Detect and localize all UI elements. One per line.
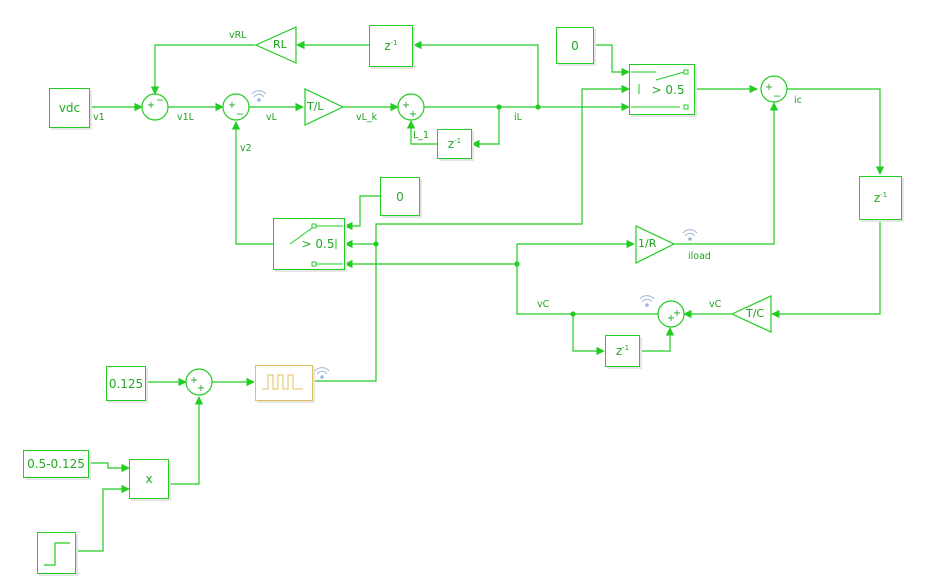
delay-vc[interactable]: z-1 [605, 335, 640, 367]
wire-v2 [231, 121, 273, 245]
branch-dot-il [535, 104, 541, 110]
gain-tc-label: T/C [746, 307, 765, 320]
gain-tl-label: T/L [307, 100, 324, 113]
const-vdc-label: vdc [58, 101, 81, 115]
sum-vc-plus1: + [667, 313, 675, 324]
signal-ic: ic [794, 95, 802, 106]
wire-iL-to-delay [413, 40, 539, 107]
delay-il[interactable]: z-1 [437, 129, 472, 159]
sum-ic-minus: − [773, 91, 781, 102]
signal-tap-icon-vl [251, 90, 267, 102]
signal-v1l: v1L [177, 112, 194, 123]
wire-delay-feedback [639, 327, 675, 352]
signal-il: iL [514, 112, 522, 123]
step-block[interactable] [37, 532, 76, 574]
signal-l-1: L_1 [413, 130, 430, 141]
gain-1r-label: 1/R [638, 237, 657, 250]
signal-vc-right: vC [709, 299, 722, 310]
wire-to-tc [771, 220, 881, 319]
sum-il-plus1: + [402, 100, 410, 111]
wire-product-out [169, 396, 204, 485]
step-icon [44, 542, 70, 566]
gain-tc[interactable] [730, 295, 772, 333]
signal-tap-icon-pulse [314, 367, 330, 379]
wire-const0-mid [344, 195, 380, 231]
delay-ic-label: z-1 [873, 191, 888, 205]
wire-iL-to-delay2 [471, 107, 500, 149]
switch-top[interactable]: > 0.5 [629, 64, 695, 115]
wire-ic [786, 88, 885, 175]
signal-vl: vL [266, 112, 277, 123]
sum-duty-plus1: + [190, 375, 198, 386]
sum-duty[interactable] [185, 368, 213, 396]
gain-rl-label: RL [273, 38, 287, 51]
wire-vC [344, 259, 658, 315]
const-diff-label: 0.5-0.125 [27, 457, 85, 471]
const-zero-mid[interactable]: 0 [380, 177, 420, 216]
signal-vl-k: vL_k [356, 112, 378, 123]
wire-L_1 [406, 120, 437, 145]
wire-vC-to-1r [516, 239, 635, 264]
sum-vc[interactable] [657, 300, 685, 328]
switch-mid[interactable]: > 0.5 [273, 218, 345, 270]
signal-tap-icon-iload [682, 229, 698, 241]
wire-diff [88, 462, 130, 473]
sum-v1[interactable] [141, 93, 169, 121]
wire-iload [674, 102, 779, 245]
sum-vl-minus: − [236, 109, 244, 120]
const-zero-mid-label: 0 [396, 189, 404, 204]
product-block[interactable]: x [129, 459, 169, 499]
sum-ic-plus: + [765, 82, 773, 93]
wire-vRL [150, 44, 255, 95]
const-zero-top[interactable]: 0 [556, 27, 594, 64]
const-diff[interactable]: 0.5-0.125 [23, 450, 89, 478]
wire-vC-to-delay [572, 314, 605, 356]
branch-dot-vc2 [570, 311, 576, 317]
switch-top-threshold: > 0.5 [651, 82, 685, 97]
sum-vl-plus: + [228, 100, 236, 111]
branch-dot-vc [514, 261, 520, 267]
signal-v2: v2 [240, 143, 252, 154]
product-label: x [145, 472, 153, 486]
sum-vl[interactable] [222, 93, 250, 121]
wire-step [75, 484, 130, 552]
signal-vrl: vRL [229, 30, 247, 41]
sum-v1-minus: − [156, 95, 164, 106]
sum-il[interactable] [397, 93, 425, 121]
const-zero-top-label: 0 [571, 38, 579, 53]
signal-vc-left: vC [537, 299, 550, 310]
switch-top-node2 [683, 104, 689, 110]
sum-il-plus2: + [409, 109, 417, 120]
delay-ic[interactable]: z-1 [859, 176, 902, 220]
signal-tap-icon-vc [639, 295, 655, 307]
const-vdc[interactable]: vdc [49, 88, 90, 128]
branch-dot-pulse [373, 241, 379, 247]
pulse-generator[interactable] [255, 365, 313, 401]
const-0125-label: 0.125 [108, 376, 144, 391]
sum-ic[interactable] [760, 75, 788, 103]
gain-tl[interactable] [304, 88, 345, 126]
sum-vc-plus2: + [673, 308, 681, 319]
gain-1r[interactable] [635, 225, 676, 264]
sum-v1-plus: + [147, 100, 155, 111]
delay-il-label: z-1 [447, 137, 462, 151]
sum-duty-plus2: + [197, 383, 205, 394]
pulse-icon [262, 374, 303, 390]
switch-top-node [683, 69, 689, 75]
switch-top-blade [655, 71, 685, 81]
signal-v1: v1 [93, 112, 105, 123]
delay-top-label: z-1 [384, 39, 398, 53]
branch-dot-il2 [496, 104, 502, 110]
wire-pulse-ctrl-right [375, 84, 630, 244]
switch-mid-blade [289, 227, 313, 245]
delay-vc-label: z-1 [615, 344, 630, 358]
const-0125[interactable]: 0.125 [106, 366, 146, 401]
delay-top[interactable]: z-1 [369, 25, 413, 67]
switch-mid-threshold: > 0.5 [301, 237, 335, 251]
gain-rl[interactable] [254, 26, 297, 64]
wire-pulse-ctrl-left [313, 239, 377, 382]
signal-iload: iload [688, 251, 711, 262]
wire-const0-top [594, 44, 630, 77]
